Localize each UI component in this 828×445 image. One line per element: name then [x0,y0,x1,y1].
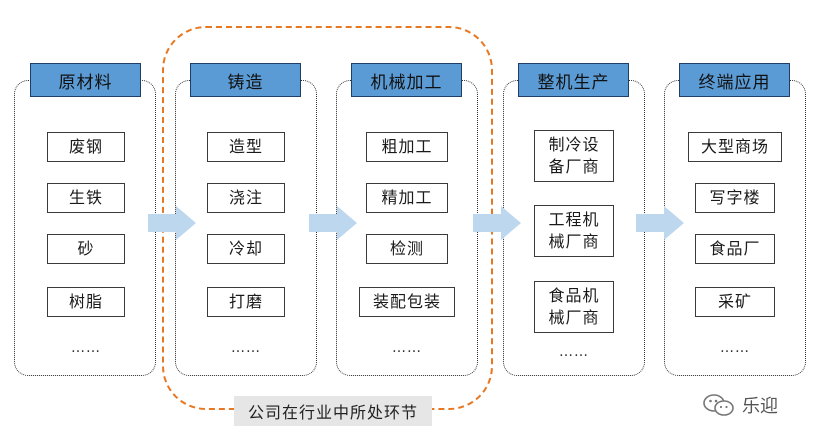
item-cooling: 冷却 [207,234,285,264]
stage-end-use [664,80,806,376]
item-assembly-packaging: 装配包装 [359,287,455,317]
stage-machining [336,80,478,376]
flow-arrow-2-icon [309,206,357,240]
item-office-buildings: 写字楼 [695,183,775,213]
item-molding: 造型 [207,132,285,162]
item-rough-machining: 粗加工 [366,132,448,162]
stage-raw-materials [14,80,156,376]
wechat-icon [703,394,734,416]
stage-machining-title: 机械加工 [351,63,462,97]
watermark: 乐迎 [702,392,778,418]
stage-raw-materials-title: 原材料 [30,63,141,97]
stage-complete-machine-title: 整机生产 [518,63,629,97]
item-resin: 树脂 [47,287,125,317]
item-grinding: 打磨 [207,287,285,317]
stage-raw-materials-more: …… [71,340,101,356]
stage-end-use-more: …… [720,340,750,356]
item-refrigeration-makers: 制冷设 备厂商 [534,130,614,182]
flow-arrow-1-icon [148,206,196,240]
watermark-text: 乐迎 [742,396,778,417]
item-food-machinery-makers: 食品机 械厂商 [534,281,614,333]
stage-complete-machine-more: …… [559,344,589,360]
item-food-factories: 食品厂 [695,234,775,264]
item-pouring: 浇注 [207,183,285,213]
item-sand: 砂 [47,234,125,264]
item-mining: 采矿 [695,287,775,317]
flow-arrow-4-icon [636,206,684,240]
item-finish-machining: 精加工 [366,183,448,213]
item-scrap-steel: 废钢 [47,132,125,162]
stage-end-use-title: 终端应用 [679,63,790,97]
company-position-label: 公司在行业中所处环节 [234,396,432,426]
stage-casting-more: …… [231,340,261,356]
flow-arrow-3-icon [473,206,521,240]
stage-casting-title: 铸造 [190,63,301,97]
item-construction-machinery-makers: 工程机 械厂商 [534,205,614,257]
stage-casting [175,80,317,376]
item-inspection: 检测 [366,234,448,264]
item-pig-iron: 生铁 [47,183,125,213]
stage-machining-more: …… [392,340,422,356]
item-shopping-malls: 大型商场 [688,132,782,162]
